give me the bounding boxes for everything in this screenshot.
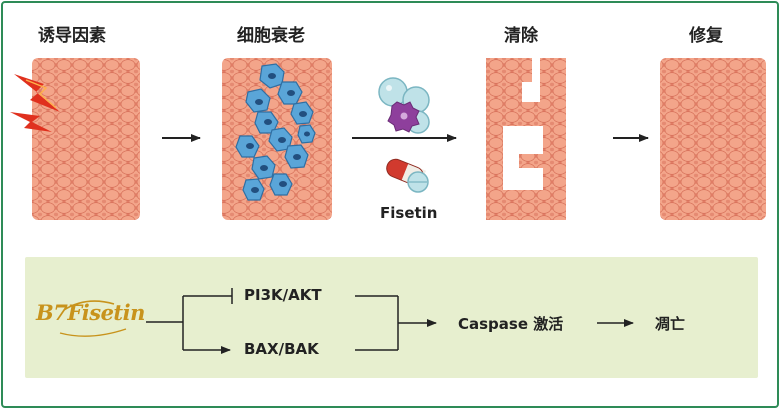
damage-lightning-icon	[10, 74, 60, 132]
immune-cells-icon	[378, 77, 430, 134]
stage-title-repair: 修复	[689, 26, 723, 46]
brand-logo: B7Fisetin	[36, 300, 145, 325]
pathway-activation: Caspase 激活	[458, 315, 564, 333]
pathway-lower-target: BAX/BAK	[244, 340, 319, 358]
tissue-block-clear	[486, 58, 566, 220]
stage-title-induce: 诱导因素	[38, 26, 106, 46]
tissue-block-induce	[32, 58, 140, 220]
capsule-icon	[386, 158, 429, 193]
pathway-outcome: 凋亡	[655, 315, 686, 333]
drug-label: Fisetin	[380, 204, 438, 222]
tissue-block-repair	[660, 58, 766, 220]
pathway-panel	[25, 257, 758, 378]
stage-title-clear: 清除	[504, 26, 538, 46]
pathway-upper-target: PI3K/AKT	[244, 286, 322, 304]
tissue-block-senescence	[222, 58, 332, 220]
stage-title-senescence: 细胞衰老	[237, 26, 305, 46]
